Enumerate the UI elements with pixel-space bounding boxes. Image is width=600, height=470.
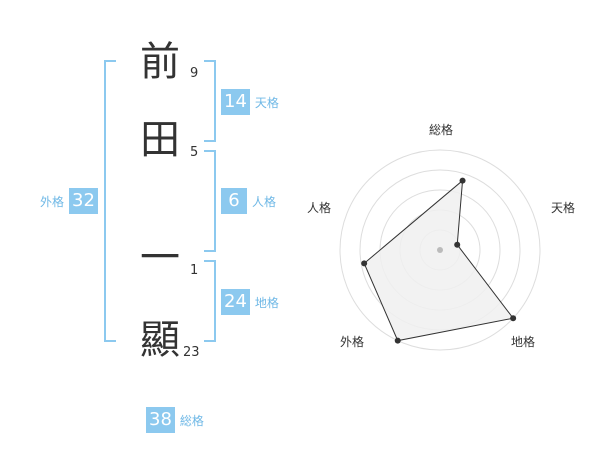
chikaku-label: 地格 xyxy=(254,295,279,310)
radar-points xyxy=(361,177,517,344)
gaikaku-label: 外格 xyxy=(40,194,65,209)
chikaku-bracket xyxy=(204,260,216,342)
radar-chart: 総格 天格 地格 外格 人格 xyxy=(307,122,575,351)
soukaku-value: 38 xyxy=(146,407,175,433)
stroke-count-1: 9 xyxy=(190,66,199,81)
stroke-count-2: 5 xyxy=(190,145,199,160)
radar-ring xyxy=(339,149,541,351)
axis-label-chikaku: 地格 xyxy=(511,334,535,349)
jinkaku-score: 6 人格 xyxy=(221,188,276,214)
jinkaku-bracket xyxy=(204,150,216,252)
radar-point xyxy=(361,260,368,267)
name-char-4: 顯 xyxy=(140,317,180,363)
radar-center-dot xyxy=(437,247,443,253)
radar-point xyxy=(459,177,466,184)
radar-point xyxy=(394,337,401,344)
gaikaku-value: 32 xyxy=(69,188,98,214)
chikaku-value: 24 xyxy=(221,289,250,315)
name-char-3: 一 xyxy=(140,235,180,281)
name-char-2: 田 xyxy=(140,117,180,163)
chikaku-score: 24 地格 xyxy=(221,289,279,315)
jinkaku-label: 人格 xyxy=(252,194,277,209)
axis-label-tenkaku: 天格 xyxy=(551,200,575,215)
tenkaku-value: 14 xyxy=(221,89,250,115)
radar-point xyxy=(510,315,517,322)
soukaku-score: 38 総格 xyxy=(146,407,204,433)
tenkaku-label: 天格 xyxy=(254,95,279,110)
tenkaku-bracket xyxy=(204,60,216,142)
gaikaku-bracket xyxy=(104,60,116,342)
axis-label-gaikaku: 外格 xyxy=(340,334,364,349)
gaikaku-score: 外格 32 xyxy=(40,188,98,214)
axis-label-jinkaku: 人格 xyxy=(307,200,331,215)
name-char-1: 前 xyxy=(140,39,180,85)
stroke-count-4: 23 xyxy=(183,345,200,360)
axis-label-soukaku: 総格 xyxy=(429,122,453,137)
stroke-count-3: 1 xyxy=(190,263,199,278)
soukaku-label: 総格 xyxy=(179,413,204,428)
radar-polygon xyxy=(363,179,515,342)
radar-point xyxy=(454,241,461,248)
jinkaku-value: 6 xyxy=(221,188,247,214)
tenkaku-score: 14 天格 xyxy=(221,89,279,115)
